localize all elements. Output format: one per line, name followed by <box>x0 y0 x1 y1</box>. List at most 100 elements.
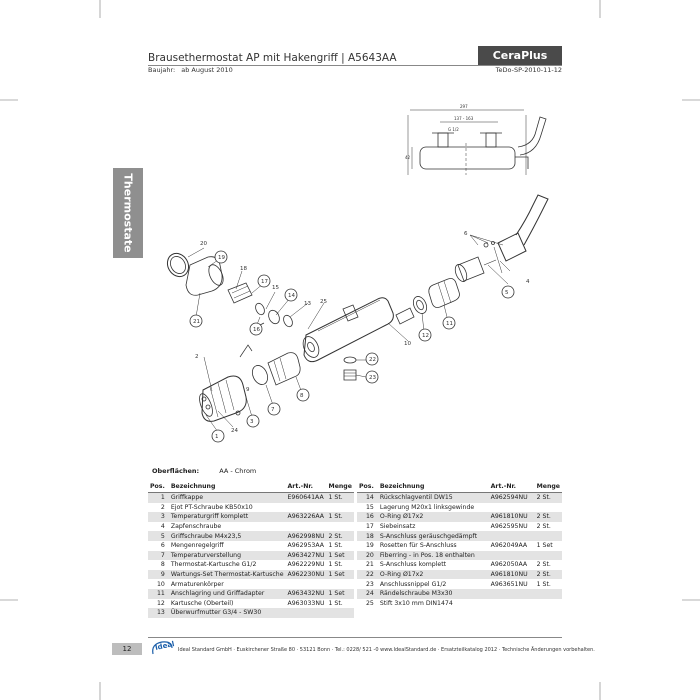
cell-art <box>488 550 535 561</box>
callout-4: 4 <box>526 279 530 285</box>
svg-text:6: 6 <box>464 231 468 237</box>
cell-pos: 5 <box>148 531 169 541</box>
svg-text:5: 5 <box>505 290 509 296</box>
callout-25: 25 <box>320 299 327 305</box>
col-qty: Menge <box>326 480 354 493</box>
cell-art <box>489 599 535 609</box>
cell-art <box>488 588 535 599</box>
cell-qty <box>327 503 354 513</box>
cell-name: Rosetten für S-Anschluss <box>379 542 457 550</box>
cell-art: A963033NU <box>287 599 325 607</box>
cell-art <box>286 579 327 589</box>
cell-art: E960641AA <box>285 492 327 503</box>
cell-pos: 7 <box>148 550 169 561</box>
surfaces-line: Oberflächen: AA - Chrom <box>152 467 256 475</box>
page-number: 12 <box>112 643 142 655</box>
col-pos: Pos. <box>357 480 378 493</box>
callout-22: 22 <box>365 352 379 366</box>
callout-23: 23 <box>365 370 379 384</box>
table-header: Pos. Bezeichnung Art.-Nr. Menge <box>148 480 354 493</box>
cell-qty <box>535 503 562 513</box>
svg-text:15: 15 <box>272 285 279 291</box>
svg-text:12: 12 <box>422 333 429 339</box>
table-header: Pos. Bezeichnung Art.-Nr. Menge <box>357 480 562 493</box>
cell-pos: 17 <box>365 523 374 531</box>
svg-text:11: 11 <box>446 321 453 327</box>
cell-art: A962229NU <box>287 561 325 569</box>
cell-art: A963427NU <box>285 550 327 561</box>
cell-name: Temperaturgriff komplett <box>168 512 286 522</box>
dimension-spacing: 137 - 163 <box>454 116 474 121</box>
cell-art: A962049AA <box>490 542 528 550</box>
cell-name: S-Anschluss komplett <box>379 561 447 569</box>
cell-pos: 16 <box>357 512 378 522</box>
header-rule <box>148 65 562 66</box>
cell-name: Überwurfmutter G3/4 - SW30 <box>168 608 286 618</box>
cell-qty: 2 St. <box>534 512 562 522</box>
cell-pos: 10 <box>156 580 165 588</box>
col-art: Art.-Nr. <box>285 480 327 493</box>
callout-14: 14 <box>284 288 298 302</box>
col-art: Art.-Nr. <box>488 480 535 493</box>
dimension-overall: 297 <box>460 104 468 109</box>
callout-11: 11 <box>442 316 456 330</box>
cell-qty: 2 St. <box>536 523 551 531</box>
footer-address: Ideal Standard GmbH · Euskirchener Straß… <box>178 647 595 653</box>
cell-qty <box>534 588 562 599</box>
col-qty: Menge <box>534 480 562 493</box>
left-side-parts <box>166 252 357 422</box>
callout-8: 8 <box>296 388 310 402</box>
cell-pos: 21 <box>365 561 374 569</box>
cell-name: Griffkappe <box>168 492 286 503</box>
cell-qty: 1 St. <box>326 492 354 503</box>
cell-name: Thermostat-Kartusche G1/2 <box>170 561 257 569</box>
cell-art: A963651NU <box>490 580 528 588</box>
svg-text:1: 1 <box>215 434 219 440</box>
cell-name: Ejot PT-Schraube KB50x10 <box>170 503 253 511</box>
svg-text:16: 16 <box>253 327 260 333</box>
cell-name: Rändelschraube M3x30 <box>377 588 489 599</box>
callout-18: 18 <box>240 266 247 272</box>
callout-9: 9 <box>246 387 250 393</box>
cell-qty: 2 St. <box>536 561 551 569</box>
cell-name: Anschlussnippel G1/2 <box>379 580 447 588</box>
svg-text:2: 2 <box>195 354 199 360</box>
cell-name: Siebeinsatz <box>379 523 416 531</box>
cell-qty: 1 St. <box>328 542 343 550</box>
svg-text:8: 8 <box>300 393 304 399</box>
cell-art <box>489 503 535 513</box>
cell-art: A963226AA <box>285 512 327 522</box>
callout-15: 15 <box>272 285 279 291</box>
svg-text:21: 21 <box>193 319 200 325</box>
svg-text:22: 22 <box>369 357 376 363</box>
svg-text:19: 19 <box>218 255 225 261</box>
cell-name: Griffschraube M4x23,5 <box>168 531 286 541</box>
cell-name: O-Ring Ø17x2 <box>377 569 489 580</box>
surfaces-label: Oberflächen: <box>152 467 200 475</box>
cell-name: Temperaturverstellung <box>168 550 286 561</box>
category-tab: Thermostate <box>113 168 143 258</box>
svg-text:4: 4 <box>526 279 530 285</box>
cell-qty <box>327 522 354 532</box>
cell-qty: 2 St. <box>534 569 562 580</box>
cell-art: A961810NU <box>488 512 535 522</box>
cell-pos: 25 <box>365 599 374 607</box>
